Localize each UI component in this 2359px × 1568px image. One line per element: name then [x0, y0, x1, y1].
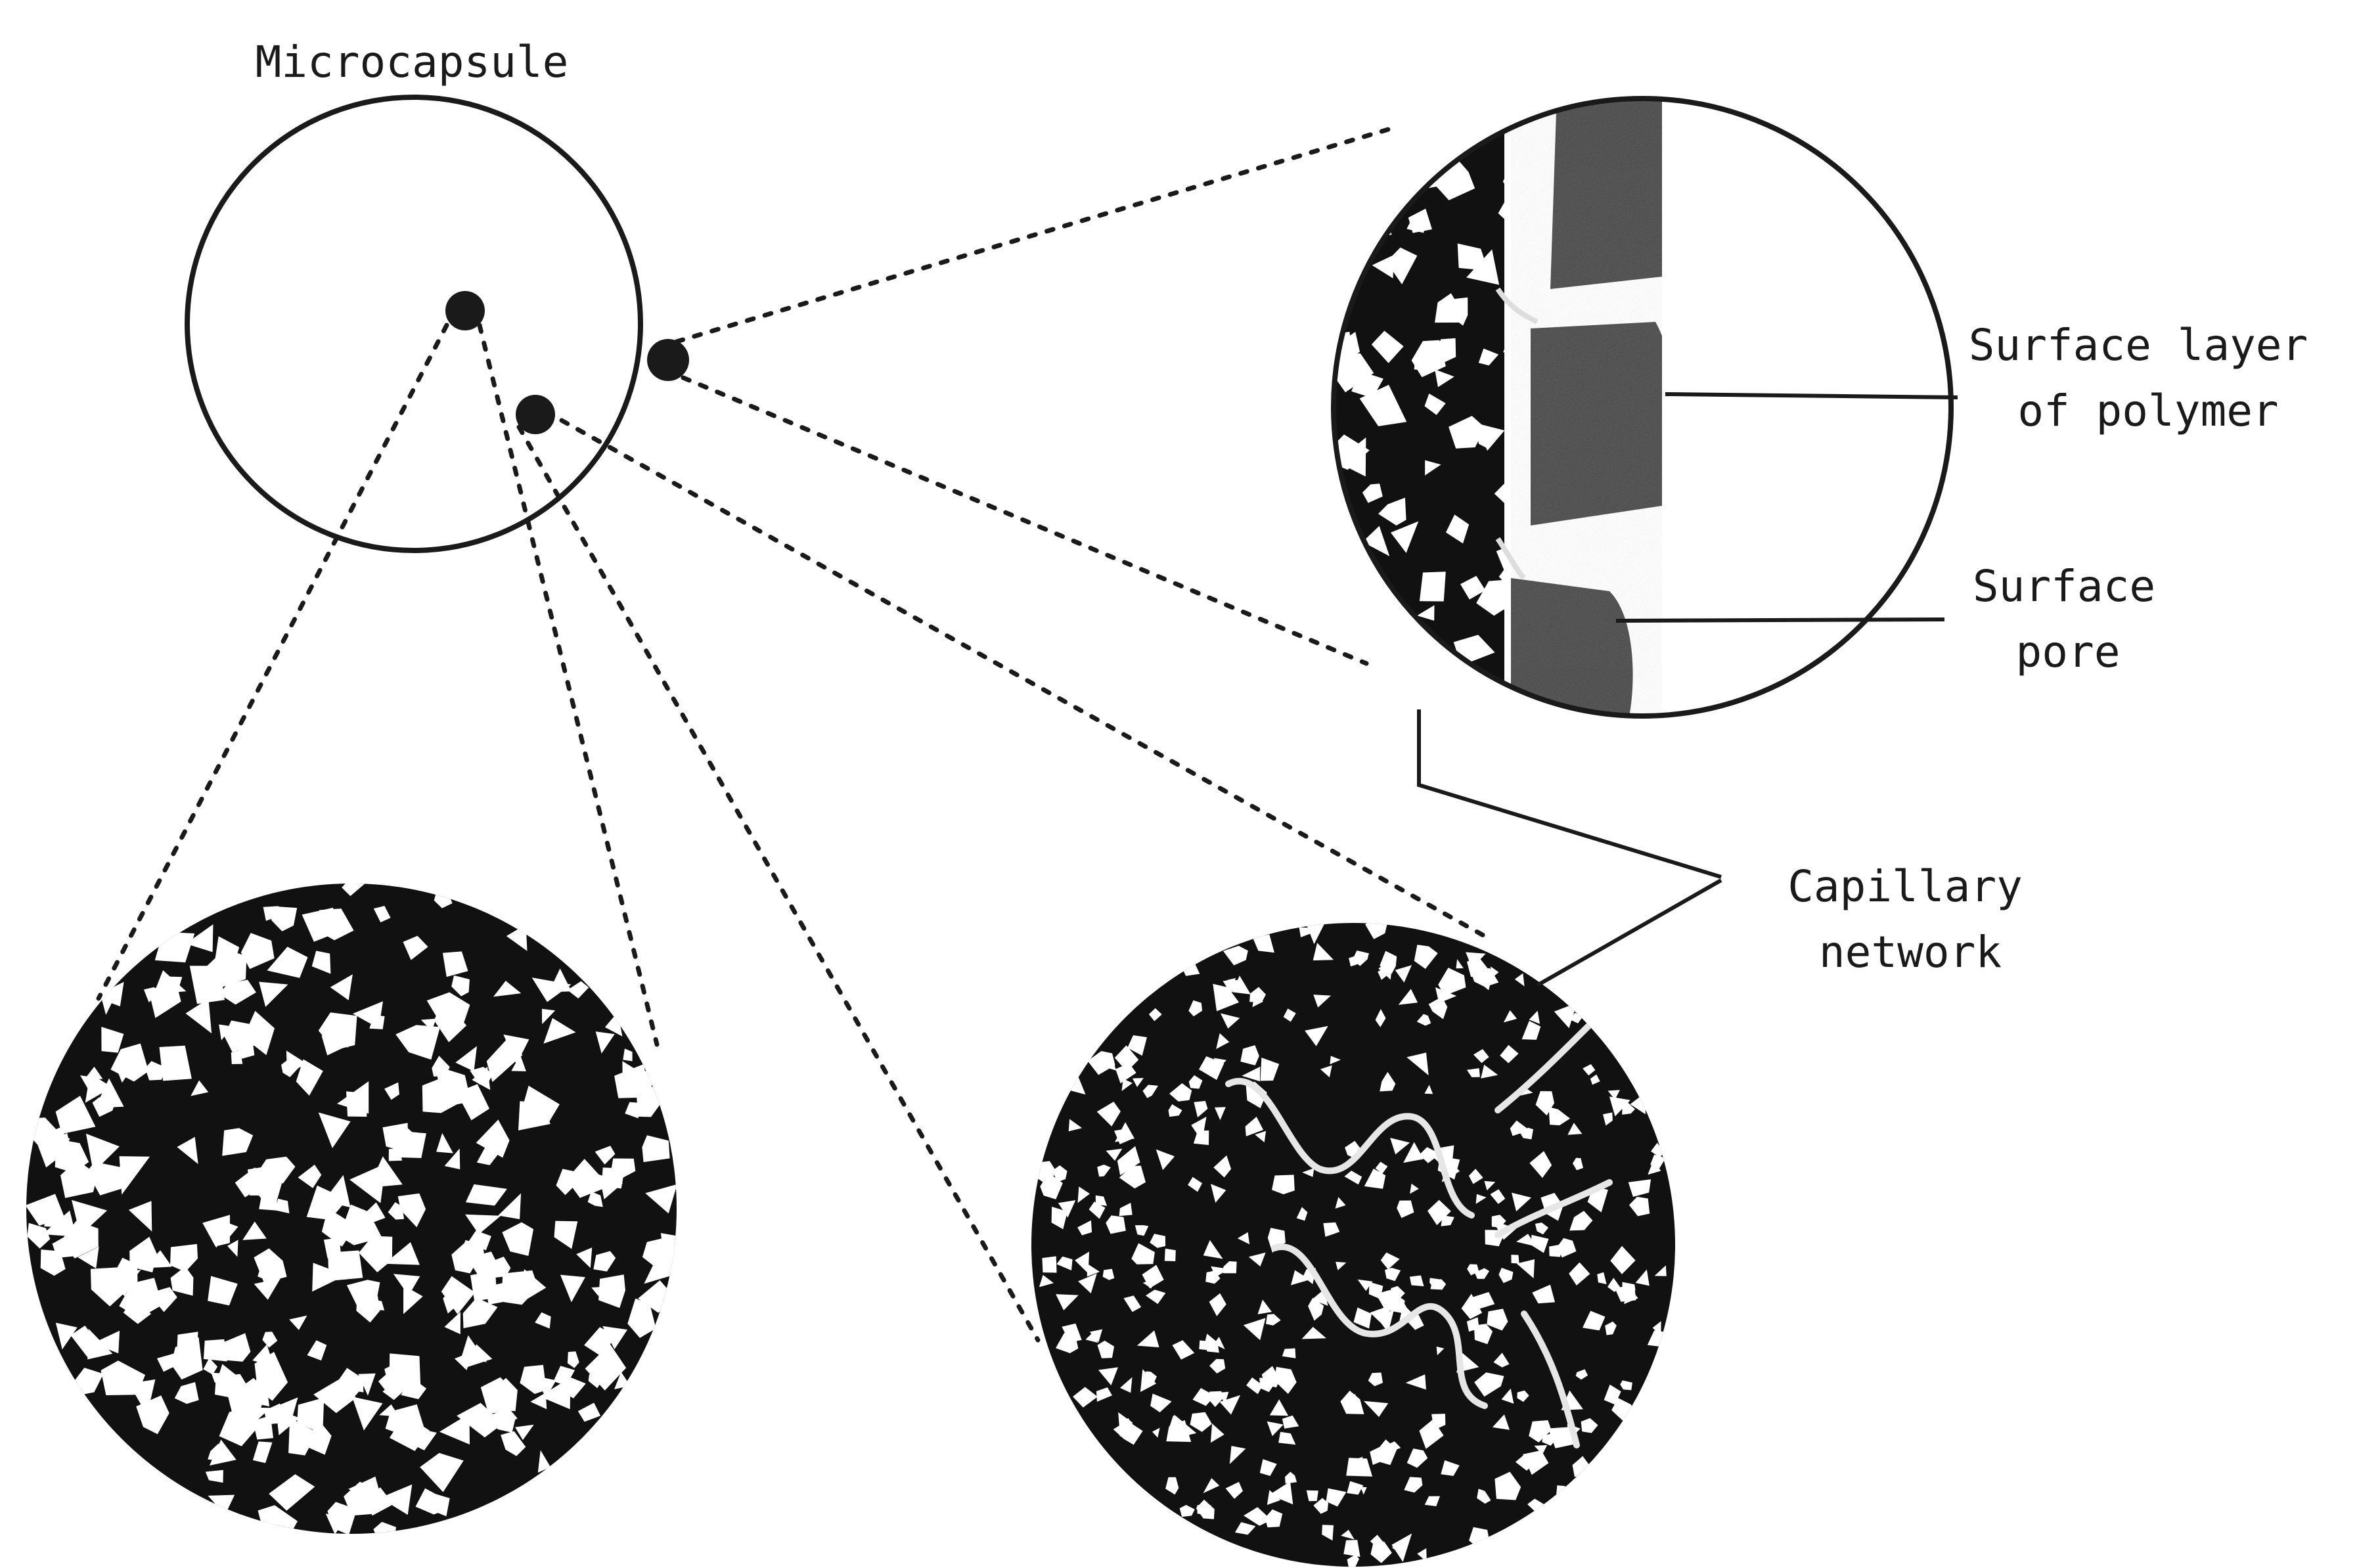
- surface-fragment: [1152, 323, 1182, 347]
- surface-fragment: [1163, 391, 1188, 417]
- capillary-fragment: [1343, 1540, 1360, 1557]
- surface-fragment: [1339, 181, 1374, 218]
- surface-fragment: [1322, 558, 1346, 581]
- surface-fragment: [1200, 487, 1222, 508]
- surface-fragment: [1159, 407, 1177, 432]
- core-fragment: [661, 1233, 697, 1265]
- surface-fragment: [1288, 313, 1307, 330]
- surface-fragment: [1324, 162, 1357, 194]
- surface-fragment: [1269, 290, 1304, 322]
- core-fragment: [346, 1091, 367, 1117]
- core-fragment: [204, 1339, 227, 1362]
- surface-fragment: [1277, 558, 1301, 591]
- capillary-label-line2: network: [1819, 927, 2002, 977]
- surface-fragment: [1326, 552, 1341, 575]
- surface-fragment: [1420, 571, 1446, 601]
- surface-fragment: [1227, 633, 1263, 658]
- surface-fragment: [1177, 264, 1207, 298]
- surface-pore-label-line1: Surface: [1973, 561, 2155, 612]
- microcapsule-label: Microcapsule: [256, 37, 569, 87]
- surface-fragment: [1362, 638, 1381, 658]
- surface-fragment: [1367, 621, 1394, 651]
- surface-fragment: [1177, 497, 1201, 532]
- surface-fragment: [1148, 450, 1168, 466]
- surface-fragment: [1230, 480, 1257, 506]
- surface-fragment: [1309, 177, 1341, 210]
- surface-fragment: [1217, 509, 1232, 528]
- core-magnified-view: [26, 875, 697, 1540]
- surface-pore-label-line2: pore: [2016, 627, 2121, 677]
- surface-fragment: [1203, 278, 1236, 307]
- capillary-fragment: [1042, 1256, 1056, 1272]
- surface-fragment: [1301, 463, 1323, 481]
- surface-layer-label-line1: Surface layer: [1969, 320, 2308, 370]
- surface-fragment: [1259, 346, 1286, 370]
- surface-fragment: [1274, 491, 1307, 526]
- surface-fragment: [1259, 591, 1293, 621]
- surface-fragment: [1267, 520, 1303, 556]
- capillary-magnified-view: [1031, 916, 1675, 1568]
- surface-fragment: [1167, 342, 1182, 361]
- surface-fragment: [1318, 252, 1351, 280]
- surface-fragment: [1338, 568, 1379, 605]
- surface-fragment: [1355, 161, 1402, 197]
- capillary-label-line1: Capillary: [1787, 861, 2023, 912]
- surface-fragment: [1282, 429, 1309, 455]
- surface-fragment: [1146, 317, 1173, 342]
- surface-fragment: [1281, 204, 1305, 228]
- surface-fragment: [1243, 579, 1276, 614]
- capillary-fragment: [1556, 1485, 1566, 1495]
- surface-magnified-view: [1104, 85, 1990, 729]
- surface-fragment: [1211, 206, 1254, 233]
- surface-site-dot: [647, 339, 689, 381]
- capillary-fragment: [1511, 1255, 1519, 1263]
- surface-layer-label-line2: of polymer: [2017, 386, 2278, 436]
- surface-fragment: [1139, 353, 1158, 374]
- microcapsule-outline: [187, 97, 640, 550]
- surface-fragment: [1266, 519, 1285, 534]
- capillary-fragment: [1165, 1249, 1176, 1261]
- surface-fragment: [1224, 446, 1265, 488]
- surface-fragment: [1392, 127, 1415, 150]
- surface-fragment: [1160, 378, 1196, 418]
- surface-fragment: [1122, 325, 1163, 362]
- surface-fragment: [1244, 508, 1264, 535]
- surface-fragment: [1113, 280, 1151, 306]
- surface-fragment: [1313, 183, 1341, 217]
- surface-fragment: [1191, 334, 1217, 359]
- surface-fragment: [1171, 572, 1203, 601]
- surface-fragment: [1352, 198, 1380, 229]
- surface-fragment: [1104, 447, 1140, 486]
- surface-fragment: [1280, 648, 1295, 661]
- surface-fragment: [1178, 406, 1213, 452]
- surface-fragment: [1226, 203, 1245, 220]
- surface-fragment: [1334, 590, 1355, 611]
- surface-fragment: [1306, 667, 1323, 689]
- surface-fragment: [1157, 523, 1193, 550]
- surface-fragment: [1329, 537, 1350, 564]
